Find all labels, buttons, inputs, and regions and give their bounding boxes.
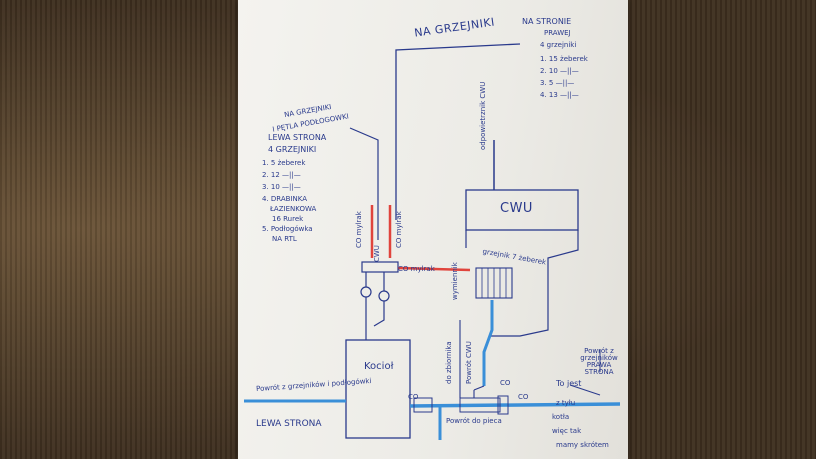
label-odpowietrznik: odpowietrznik CWU <box>479 81 487 150</box>
return-fitting-2 <box>459 397 501 413</box>
left-item: 16 Rurek <box>272 215 304 223</box>
left-item: NA RTL <box>272 235 297 243</box>
right-item: 4. 13 —||— <box>540 91 579 99</box>
label-powrot-cwu: Powrót CWU <box>465 341 473 384</box>
manifold <box>361 261 399 273</box>
label-kotla: kotła <box>552 413 570 421</box>
label-co-a: CO <box>408 393 419 401</box>
label-powrot-prawy: Powrót z grzejników PRAWA STRONA <box>580 347 618 376</box>
label-wiec-tak: więc tak <box>552 427 582 435</box>
label-kociol: Kocioł <box>364 361 394 372</box>
label-cwu-small: CWU <box>373 245 381 262</box>
label-many-skrotem: mamy skrótem <box>556 441 609 449</box>
right-item: 3. 5 —||— <box>540 79 575 87</box>
label-lewa-strona: LEWA STRONA <box>256 419 322 429</box>
pump-left <box>360 286 372 298</box>
cwu-tank <box>465 189 579 231</box>
left-item: 5. Podłogówka <box>262 225 313 233</box>
valve <box>497 395 509 415</box>
label-wymiennik: wymiennik <box>451 262 459 300</box>
pump-right <box>378 290 390 302</box>
blue-pipe-cwu <box>482 300 494 386</box>
label-co-mylrak-3: CO mylrak <box>398 265 435 273</box>
boiler <box>345 339 411 439</box>
left-item: ŁAZIENKOWA <box>270 205 317 213</box>
label-powrot-do-pieca: Powrót do pieca <box>446 417 502 425</box>
return-fitting-1 <box>413 397 433 413</box>
label-do-zbiornika: do zbiornika <box>445 341 453 384</box>
label-co-mylrak-2: CO mylrak <box>395 211 403 248</box>
label-left-side-2: 4 GRZEJNIKI <box>268 145 317 154</box>
label-to-jest: To jest <box>556 379 582 388</box>
pipe-to-radiators-left <box>349 127 379 240</box>
left-item: 4. DRABINKA <box>262 195 308 203</box>
left-item: 2. 12 —||— <box>262 171 301 179</box>
label-left-side-1: LEWA STRONA <box>268 133 327 142</box>
label-co-c: CO <box>518 393 529 401</box>
blue-return-main <box>409 402 621 408</box>
label-right-count: 4 grzejniki <box>540 41 577 49</box>
red-pipe-to-exchanger <box>397 266 471 272</box>
label-z-tylu: z tyłu <box>556 399 576 407</box>
right-item: 1. 15 żeberek <box>540 55 588 63</box>
label-prawej: PRAWEJ <box>544 29 571 37</box>
left-item: 1. 5 żeberek <box>262 159 306 167</box>
label-cwu: CWU <box>500 201 533 216</box>
label-co-b: CO <box>500 379 511 387</box>
label-co-mylrak-1: CO mylrak <box>355 211 363 248</box>
pipe-to-radiators-right <box>395 43 521 220</box>
label-na-stronie: NA STRONIE <box>522 17 572 26</box>
right-item: 2. 10 —||— <box>540 67 579 75</box>
left-item: 3. 10 —||— <box>262 183 301 191</box>
